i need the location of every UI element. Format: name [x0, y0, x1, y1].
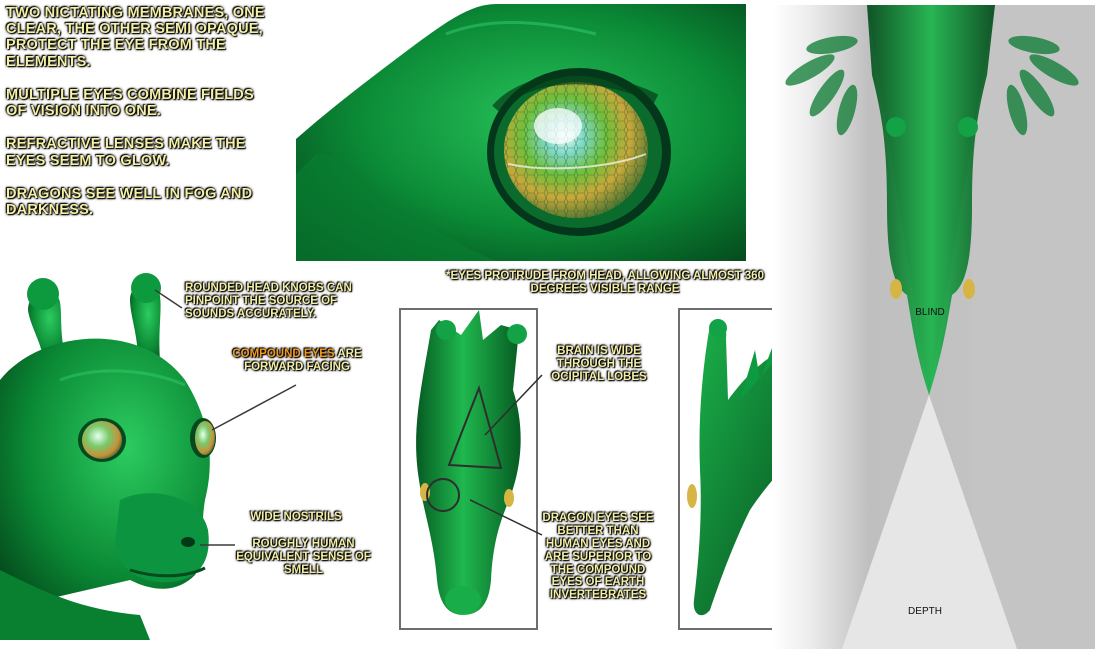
head-top-view-frame [399, 308, 538, 630]
label-eyes-protrude: *EYES PROTRUDE FROM HEAD, ALLOWING ALMOS… [446, 270, 764, 295]
label-compound-eyes-rest: ARE FORWARD FACING [244, 348, 362, 373]
head-top-view-illustration [401, 310, 536, 628]
head-front-view-panel [0, 270, 245, 640]
intro-paragraph-fog-darkness: DRAGONS SEE WELL IN FOG AND DARKNESS. [6, 185, 253, 219]
field-of-view-panel [772, 5, 1095, 649]
label-depth: DEPTH [908, 606, 942, 617]
label-head-knobs: ROUNDED HEAD KNOBS CAN PINPOINT THE SOUR… [185, 282, 352, 320]
intro-paragraph-membranes: TWO NICTATING MEMBRANES, ONE CLEAR, THE … [6, 5, 265, 70]
label-compound-eyes: COMPOUND EYES ARE FORWARD FACING [222, 348, 372, 374]
intro-paragraph-refractive-lenses: REFRACTIVE LENSES MAKE THE EYES SEEM TO … [6, 136, 246, 169]
intro-text-block: TWO NICTATING MEMBRANES, ONE CLEAR, THE … [6, 5, 274, 235]
head-front-leader-lines [154, 289, 297, 546]
eye-closeup-illustration [296, 4, 746, 261]
label-brain-wide: BRAIN IS WIDE THROUGH THE OCIPITAL LOBES [551, 345, 647, 383]
brain-triangle-shape [447, 384, 503, 470]
label-wide-nostrils: WIDE NOSTRILS [250, 511, 342, 523]
brain-triangle-overlay [426, 384, 503, 512]
top-view-leader-lines [470, 374, 543, 536]
label-compound-eyes-highlight: COMPOUND EYES [232, 348, 335, 360]
label-dragon-eyes-superior: DRAGON EYES SEE BETTER THAN HUMAN EYES A… [542, 512, 654, 602]
eye-closeup-panel [296, 4, 746, 261]
depth-zone-wedge [842, 395, 1017, 649]
head-front-view-illustration [0, 270, 245, 640]
label-blind: BLIND [915, 307, 945, 318]
label-sense-of-smell: ROUGHLY HUMAN EQUIVALENT SENSE OF SMELL [236, 538, 371, 576]
field-of-view-diagram [772, 5, 1095, 649]
eye-circle-marker [426, 478, 460, 512]
intro-paragraph-multiple-eyes: MULTIPLE EYES COMBINE FIELDS OF VISION I… [6, 86, 254, 120]
